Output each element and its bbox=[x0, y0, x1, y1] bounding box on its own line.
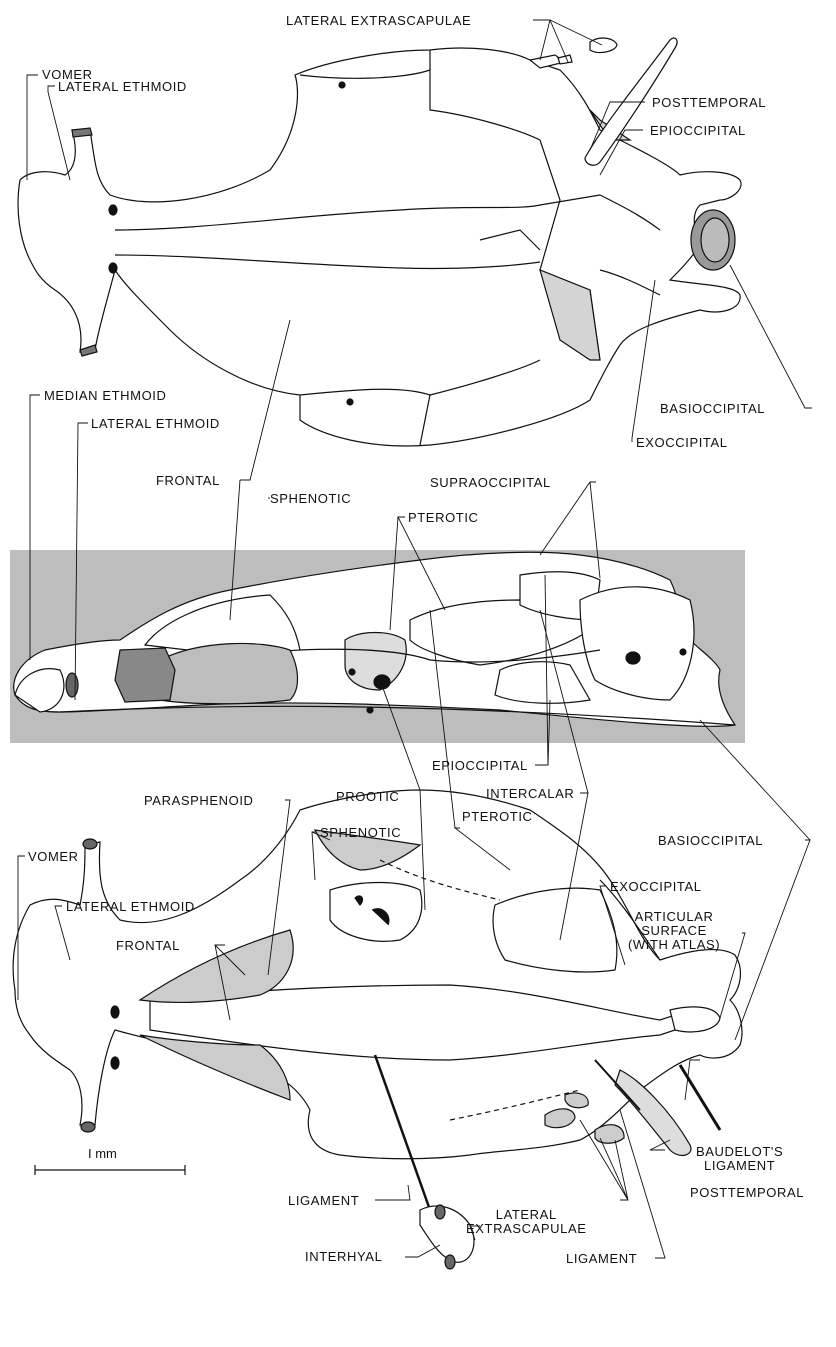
lateral-ethmoid-hatch bbox=[115, 648, 175, 702]
label-epioccipital-mid: EPIOCCIPITAL bbox=[432, 759, 528, 773]
label-ligament-right: LIGAMENT bbox=[566, 1252, 637, 1266]
label-articular-surface: ARTICULAR SURFACE (WITH ATLAS) bbox=[628, 910, 720, 952]
label-epioccipital-top: EPIOCCIPITAL bbox=[650, 124, 746, 138]
label-baudelots-ligament: BAUDELOT'S LIGAMENT bbox=[696, 1145, 783, 1173]
ventral-ligament-baudelot bbox=[680, 1065, 720, 1130]
ventral-intercalar bbox=[493, 888, 617, 972]
label-lateral-extrascapulae-top: LATERAL EXTRASCAPULAE bbox=[286, 14, 471, 28]
label-sphenotic-bottom: SPHENOTIC bbox=[320, 826, 401, 840]
lateral-orbit bbox=[160, 643, 298, 703]
dorsal-foramen-2 bbox=[109, 263, 117, 273]
label-posttemporal-top: POSTTEMPORAL bbox=[652, 96, 766, 110]
scale-bar-label: I mm bbox=[88, 1146, 117, 1161]
dorsal-foramen-1 bbox=[109, 205, 117, 215]
label-lateral-ethmoid-bottom: LATERAL ETHMOID bbox=[66, 900, 195, 914]
label-ligament-left: LIGAMENT bbox=[288, 1194, 359, 1208]
label-parasphenoid: PARASPHENOID bbox=[144, 794, 254, 808]
ventral-foramen-2 bbox=[111, 1057, 119, 1069]
dorsal-extrascapula-3 bbox=[590, 38, 617, 52]
label-basioccipital-top: BASIOCCIPITAL bbox=[660, 402, 765, 416]
label-prootic: PROOTIC bbox=[336, 790, 399, 804]
dorsal-view bbox=[18, 38, 741, 446]
label-pterotic-mid: PTEROTIC bbox=[408, 511, 479, 525]
dorsal-ethmoid-cap-1 bbox=[72, 128, 92, 137]
label-lateral-extrascapulae-bottom: LATERAL EXTRASCAPULAE bbox=[466, 1208, 587, 1236]
label-lateral-ethmoid-mid: LATERAL ETHMOID bbox=[91, 417, 220, 431]
lateral-foramen-2 bbox=[374, 675, 390, 689]
label-vomer-bottom: VOMER bbox=[28, 850, 79, 864]
scale-bar bbox=[35, 1165, 185, 1175]
label-intercalar: INTERCALAR bbox=[486, 787, 574, 801]
label-lateral-ethmoid-top: LATERAL ETHMOID bbox=[58, 80, 187, 94]
label-frontal-bottom: FRONTAL bbox=[116, 939, 180, 953]
label-exoccipital-bottom: EXOCCIPITAL bbox=[610, 880, 702, 894]
ventral-posttemporal bbox=[615, 1070, 691, 1155]
label-supraoccipital: SUPRAOCCIPITAL bbox=[430, 476, 551, 490]
label-exoccipital-top: EXOCCIPITAL bbox=[636, 436, 728, 450]
ventral-extrascapula-3 bbox=[595, 1125, 624, 1144]
dorsal-extrascapula-2 bbox=[558, 55, 572, 64]
label-basioccipital-bottom: BASIOCCIPITAL bbox=[658, 834, 763, 848]
label-posttemporal-bottom: POSTTEMPORAL bbox=[690, 1186, 804, 1200]
label-pterotic-bottom: PTEROTIC bbox=[462, 810, 533, 824]
ventral-foramen-1 bbox=[111, 1006, 119, 1018]
label-sphenotic-mid: SPHENOTIC bbox=[270, 492, 351, 506]
lateral-foramen-1 bbox=[626, 652, 640, 664]
ventral-view bbox=[13, 790, 742, 1269]
label-interhyal: INTERHYAL bbox=[305, 1250, 382, 1264]
label-frontal-mid: FRONTAL bbox=[156, 474, 220, 488]
label-median-ethmoid: MEDIAN ETHMOID bbox=[44, 389, 167, 403]
